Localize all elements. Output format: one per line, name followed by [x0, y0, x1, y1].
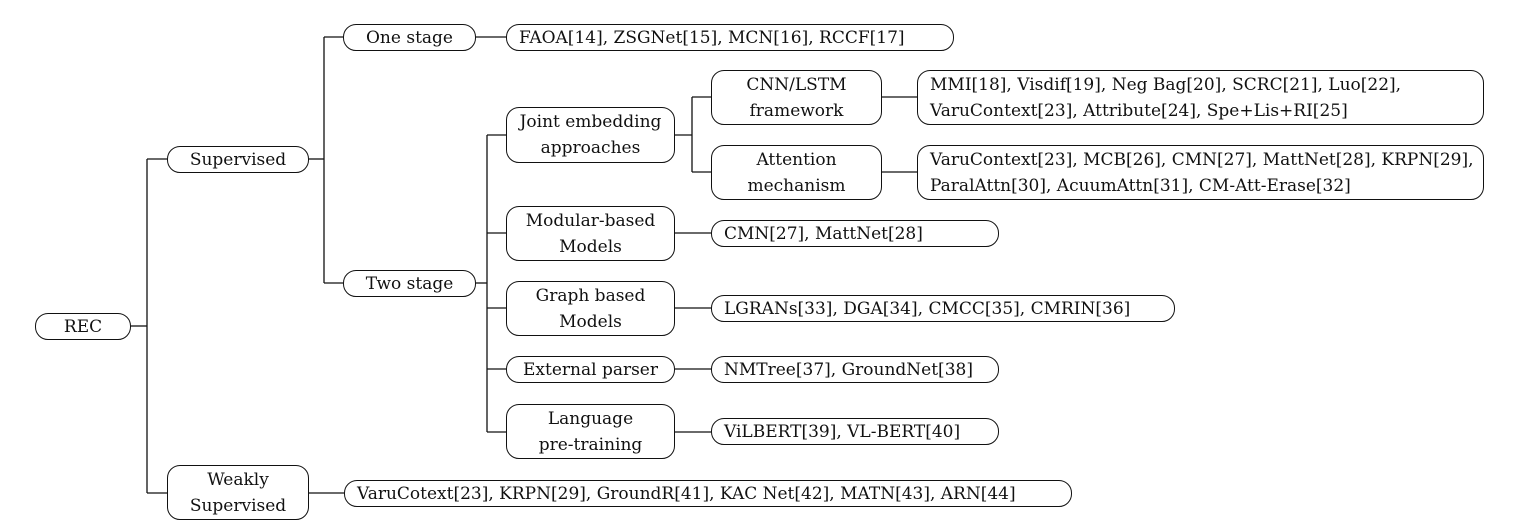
node-language-pretraining: Language pre-training: [506, 404, 675, 459]
node-joint-embedding: Joint embedding approaches: [506, 107, 675, 163]
node-two-stage: Two stage: [343, 270, 476, 297]
node-attention: Attention mechanism: [711, 145, 882, 200]
methods-external-parser: NMTree[37], GroundNet[38]: [711, 356, 999, 383]
node-graph: Graph based Models: [506, 281, 675, 336]
methods-language-pretraining: ViLBERT[39], VL-BERT[40]: [711, 418, 999, 445]
node-one-stage: One stage: [343, 24, 476, 51]
methods-one-stage: FAOA[14], ZSGNet[15], MCN[16], RCCF[17]: [506, 24, 954, 51]
methods-attention: VaruContext[23], MCB[26], CMN[27], MattN…: [917, 145, 1484, 200]
methods-weakly-supervised: VaruCotext[23], KRPN[29], GroundR[41], K…: [344, 480, 1072, 507]
node-supervised: Supervised: [167, 146, 309, 173]
methods-graph: LGRANs[33], DGA[34], CMCC[35], CMRIN[36]: [711, 295, 1175, 322]
node-weakly-supervised: Weakly Supervised: [167, 465, 309, 520]
node-modular: Modular-based Models: [506, 206, 675, 261]
node-cnn-lstm: CNN/LSTM framework: [711, 70, 882, 125]
methods-cnn-lstm: MMI[18], Visdif[19], Neg Bag[20], SCRC[2…: [917, 70, 1484, 125]
node-rec: REC: [35, 313, 131, 340]
node-external-parser: External parser: [506, 356, 675, 383]
methods-modular: CMN[27], MattNet[28]: [711, 220, 999, 247]
